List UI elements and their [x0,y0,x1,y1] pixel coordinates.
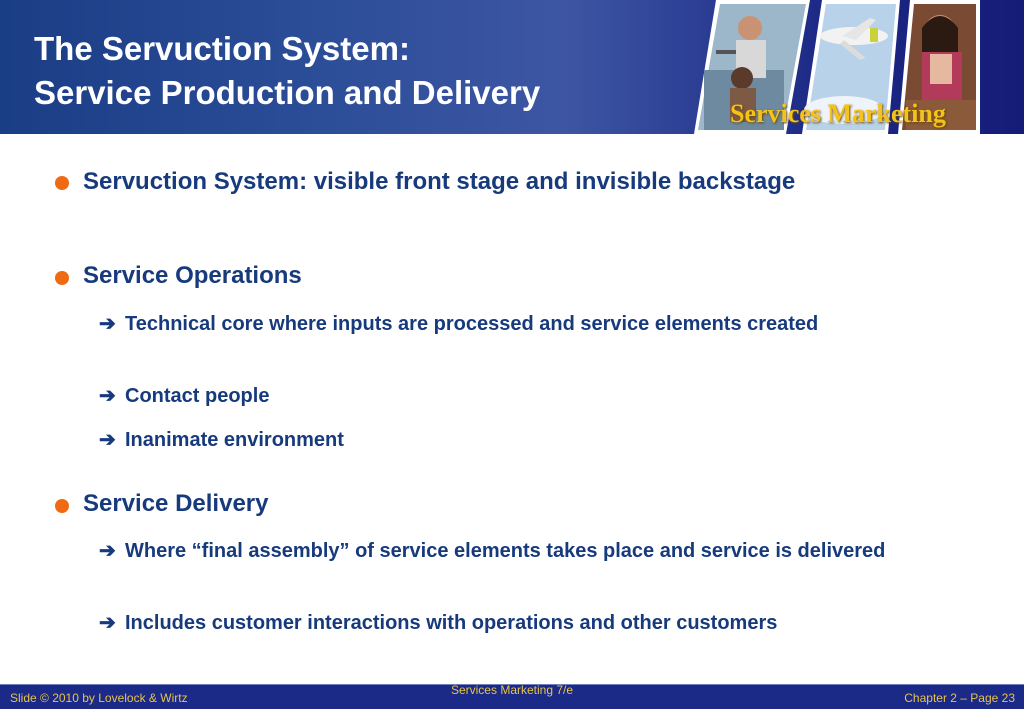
header-photo-collage [694,0,980,134]
right-arrow-icon: ➔ [99,385,116,407]
right-arrow-icon: ➔ [99,612,116,634]
sub-bullet-customer-interactions: Includes customer interactions with oper… [125,612,778,634]
sub-bullet-inanimate-environment: Inanimate environment [125,429,344,451]
footer-copyright: Slide © 2010 by Lovelock & Wirtz [10,691,188,705]
right-arrow-icon: ➔ [99,313,116,335]
footer-page-number: Chapter 2 – Page 23 [904,691,1015,705]
footer-course-title: Services Marketing 7/e [450,683,574,697]
sub-bullet-contact-people: Contact people [125,385,270,407]
slide-header: The Servuction System: Service Productio… [0,0,1024,134]
bullet-dot-icon [55,499,69,513]
bullet-servuction-system: Servuction System: visible front stage a… [83,168,796,195]
right-arrow-icon: ➔ [99,429,116,451]
title-line-2: Service Production and Delivery [34,74,541,111]
right-arrow-icon: ➔ [99,540,116,562]
bullet-service-delivery: Service Delivery [83,490,269,517]
footer-divider [0,684,1024,685]
bullet-service-operations: Service Operations [83,262,302,289]
sub-bullet-technical-core: Technical core where inputs are processe… [125,313,819,335]
slide-title: The Servuction System: Service Productio… [34,27,540,115]
brand-logo-text: Services Marketing [730,99,946,128]
sub-bullet-final-assembly: Where “final assembly” of service elemen… [125,540,886,562]
bullet-dot-icon [55,271,69,285]
slide-footer: Slide © 2010 by Lovelock & Wirtz Service… [0,683,1024,709]
title-line-1: The Servuction System: [34,30,410,67]
photo-collage-image [694,0,980,134]
bullet-dot-icon [55,176,69,190]
